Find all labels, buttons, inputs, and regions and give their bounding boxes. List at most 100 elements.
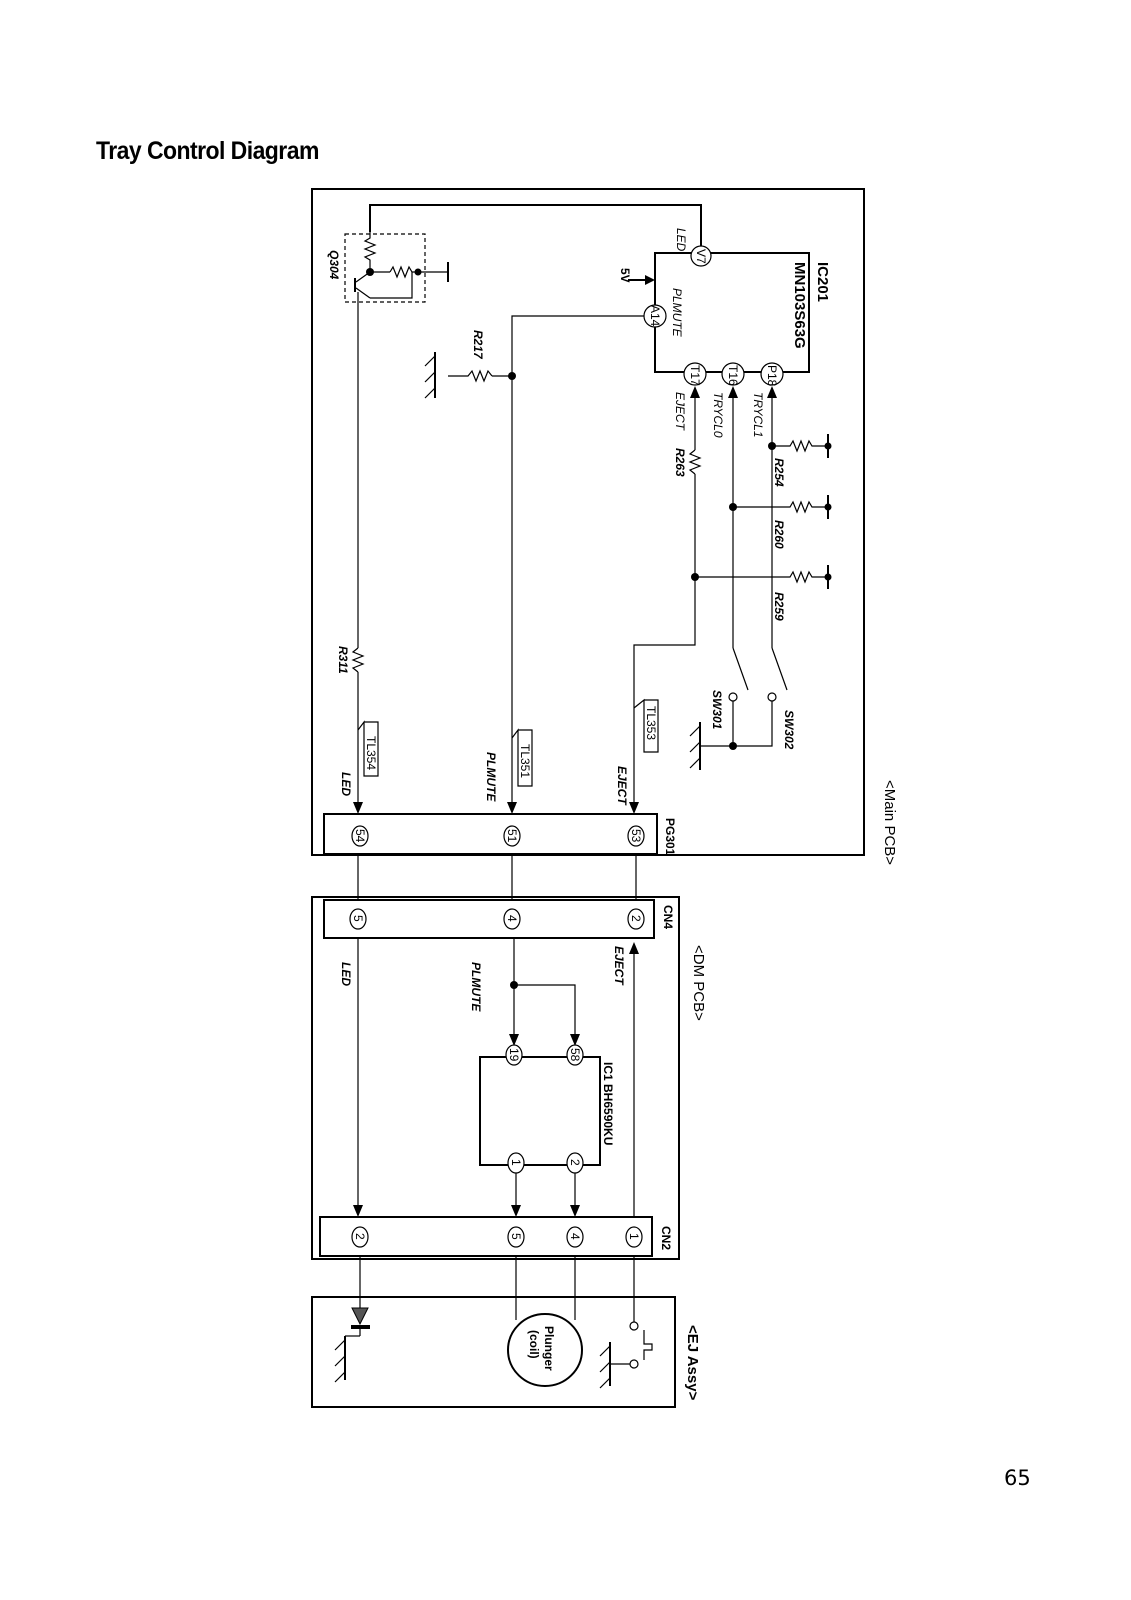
ic201-signal-tryclo: TRYCL0 — [711, 392, 725, 438]
r254-ref: R254 — [772, 458, 786, 487]
eject-arrow-t17 — [690, 386, 700, 398]
led-diode-bar — [351, 1325, 370, 1329]
ic1-out1-arrow — [511, 1205, 521, 1217]
cn4-connector — [323, 899, 655, 939]
ic1-pin-1-label: 1 — [509, 1159, 523, 1166]
r260-resistor — [733, 500, 828, 514]
r217-ref: R217 — [471, 330, 485, 360]
eject-switch-plunger — [643, 1330, 653, 1360]
pg301-ref: PG301 — [663, 818, 677, 856]
ic201-signal-trycl1: TRYCL1 — [751, 392, 765, 438]
r217-ground-hatch-3 — [424, 387, 436, 399]
supply-5v-label: 5V — [618, 268, 632, 283]
sw301-contact — [728, 692, 738, 702]
led-ground-hatch-2 — [334, 1355, 346, 1367]
q304-resistor-base — [389, 265, 418, 279]
led-ground-hatch-1 — [334, 1339, 346, 1351]
r217-resistor — [448, 369, 493, 383]
ic201-pin-a14-label: A14 — [648, 305, 662, 327]
pg301-connector — [323, 813, 658, 855]
trycl1-arrow — [767, 386, 777, 398]
ic1-pin-19-label: 19 — [507, 1048, 521, 1062]
dm-pcb-outline — [311, 896, 680, 1260]
tl354-ref: TL354 — [364, 736, 378, 770]
main-pcb-label: <Main PCB> — [881, 780, 898, 865]
tl351-ref: TL351 — [518, 744, 532, 778]
cn2-pin-2 — [351, 1226, 369, 1248]
sw301-blade — [732, 647, 749, 691]
sw302-blade — [771, 647, 788, 691]
ic1-out2-arrow — [570, 1205, 580, 1217]
led-diode-icon — [351, 1307, 369, 1326]
cn2-pin-1-label: 1 — [627, 1233, 641, 1240]
switch-common-wire — [732, 701, 773, 747]
pg301-pin-51 — [503, 825, 521, 847]
pg301-pin-51-label: 51 — [505, 829, 519, 843]
ic201-pin-v7-label: V7 — [694, 249, 708, 264]
dm-plmute-arrow-19 — [509, 1034, 519, 1046]
cn4-pin-4 — [503, 908, 521, 930]
ic201-signal-eject: EJECT — [673, 392, 687, 432]
cn4-pin-2-label: 2 — [629, 915, 643, 922]
eject-wire-down — [633, 474, 696, 804]
ic201-pin-p18-label: P18 — [765, 365, 779, 387]
page-title: Tray Control Diagram — [96, 137, 319, 165]
r260-ref: R260 — [772, 520, 786, 549]
eject-ground-hatch-2 — [599, 1361, 611, 1373]
pg301-pin-54 — [351, 825, 369, 847]
main-plmute-label: PLMUTE — [484, 752, 498, 802]
ej-assy-outline — [311, 1296, 676, 1408]
switch-ground-hatch-3 — [689, 757, 701, 769]
sw302-contact — [767, 692, 777, 702]
tl351-flag — [511, 728, 533, 787]
r311-resistor — [351, 647, 365, 673]
trycl0-arrow — [728, 386, 738, 398]
dm-eject-label: EJECT — [612, 946, 626, 986]
r311-ref: R311 — [336, 646, 350, 674]
cn2-pin-5-label: 5 — [509, 1233, 523, 1240]
ic1-pin-58-label: 58 — [568, 1048, 582, 1062]
cn2-pin-4-label: 4 — [568, 1233, 582, 1240]
main-led-label: LED — [339, 772, 353, 796]
ic201-signal-plmute: PLMUTE — [670, 288, 684, 338]
cn4-pin-4-label: 4 — [505, 915, 519, 922]
ic201-pin-t16-label: T16 — [726, 365, 740, 386]
r217-ground-hatch-2 — [424, 371, 436, 383]
cn4-ref: CN4 — [661, 905, 675, 929]
r263-ref: R263 — [673, 448, 687, 477]
ic201-signal-led: LED — [674, 228, 688, 252]
r259-ref: R259 — [772, 592, 786, 621]
switch-ground-hatch-2 — [689, 741, 701, 753]
dm-eject-arrow — [629, 942, 639, 954]
cn2-pin-1 — [625, 1226, 643, 1248]
q304-transistor-emitter — [355, 287, 371, 299]
tl354-flag — [357, 720, 379, 777]
eject-ground-hatch-3 — [599, 1377, 611, 1389]
q304-ref: Q304 — [327, 250, 341, 280]
plunger-coil-icon — [507, 1313, 583, 1387]
cn2-pin-5 — [507, 1226, 525, 1248]
pg301-pin-53-label: 53 — [629, 829, 643, 843]
plmute-wire-a14 — [511, 315, 644, 804]
plunger-coil-label: (coil) — [527, 1330, 541, 1359]
switch-ground-hatch-1 — [689, 725, 701, 737]
r259-supply-dot — [824, 573, 832, 581]
r263-resistor — [688, 449, 702, 475]
dm-pcb-label: <DM PCB> — [690, 945, 707, 1021]
cn2-pin-4 — [566, 1226, 584, 1248]
cn4-pin-5 — [349, 908, 367, 930]
q304-dashed-box — [344, 233, 426, 303]
tl353-ref: TL353 — [644, 706, 658, 740]
r260-supply-dot — [824, 503, 832, 511]
cn2-pin-2-label: 2 — [353, 1233, 367, 1240]
ic1-ref: IC1 BH6590KU — [601, 1062, 615, 1145]
plmute-arrow-pg301 — [507, 802, 517, 814]
tl353-flag — [633, 698, 659, 753]
led-arrow-pg301 — [353, 802, 363, 814]
dm-plmute-arrow-58 — [570, 1034, 580, 1046]
r254-resistor — [772, 439, 828, 453]
pg301-pin-53 — [627, 825, 645, 847]
eject-switch-contact-bottom — [629, 1359, 639, 1369]
sw302-ref: SW302 — [782, 710, 796, 750]
